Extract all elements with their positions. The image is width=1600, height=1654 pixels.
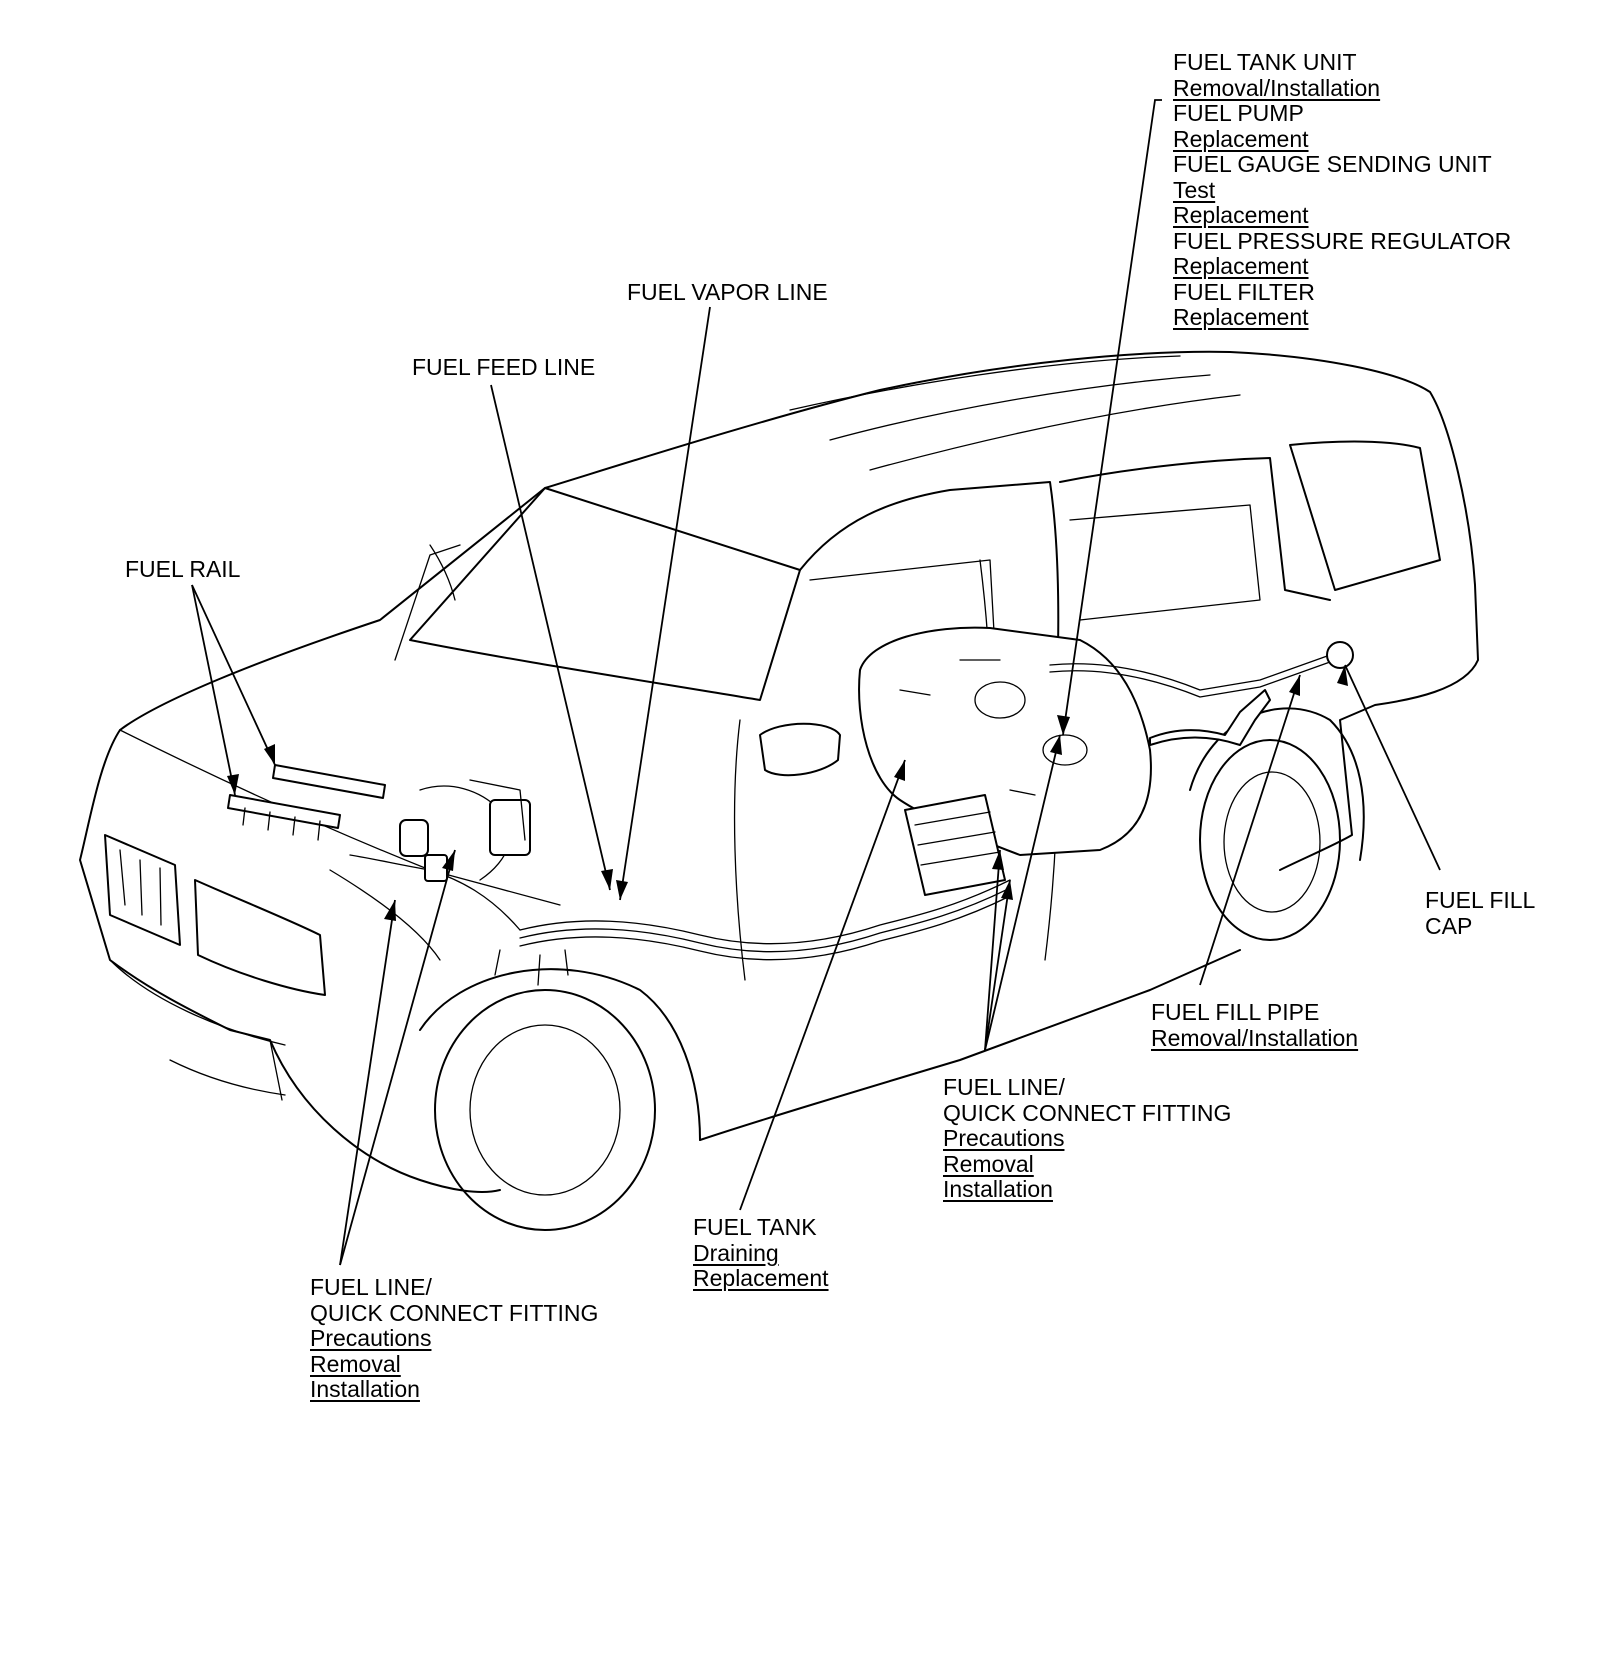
fuel-gauge-sending-unit-title: FUEL GAUGE SENDING UNIT	[1173, 151, 1492, 177]
leader-lines	[191, 99, 1441, 1266]
fuel-filter-replacement-link[interactable]: Replacement	[1173, 304, 1309, 330]
callout-fuel-fill-cap: FUEL FILL CAP	[1425, 887, 1536, 939]
qc-right-line1: FUEL LINE/	[943, 1074, 1065, 1100]
fuel-tank-draining-link[interactable]: Draining	[693, 1239, 779, 1266]
qc-left-line2: QUICK CONNECT FITTING	[310, 1299, 599, 1326]
fuel-lines	[349, 641, 1354, 986]
qc-left-precautions-link[interactable]: Precautions	[310, 1325, 432, 1351]
callout-fuel-rail: FUEL RAIL	[125, 556, 241, 583]
fuel-rails	[227, 764, 386, 841]
callout-fuel-feed-line: FUEL FEED LINE	[412, 354, 596, 381]
arrowheads	[227, 665, 1348, 921]
fuel-tank-title: FUEL TANK	[693, 1214, 817, 1240]
fuel-pressure-regulator-replacement-link[interactable]: Replacement	[1173, 253, 1309, 279]
fuel-pump-title: FUEL PUMP	[1173, 100, 1304, 126]
callout-fuel-tank-unit: FUEL TANK UNIT Removal/Installation FUEL…	[1173, 49, 1512, 331]
qc-left-line1: FUEL LINE/	[310, 1274, 432, 1300]
fuel-rail-title: FUEL RAIL	[125, 556, 241, 582]
callout-fuel-tank: FUEL TANK Draining Replacement	[693, 1214, 829, 1292]
fuel-vapor-line-title: FUEL VAPOR LINE	[627, 279, 828, 305]
callout-quick-connect-right: FUEL LINE/ QUICK CONNECT FITTING Precaut…	[943, 1074, 1232, 1203]
evap-canister	[904, 794, 1006, 896]
callout-quick-connect-left: FUEL LINE/ QUICK CONNECT FITTING Precaut…	[310, 1274, 599, 1403]
qc-left-installation-link[interactable]: Installation	[310, 1376, 420, 1402]
fuel-tank-replacement-link[interactable]: Replacement	[693, 1265, 829, 1291]
fuel-tank-unit-removal-link[interactable]: Removal/Installation	[1173, 74, 1381, 101]
fuel-gauge-test-link[interactable]: Test	[1173, 176, 1216, 203]
qc-right-installation-link[interactable]: Installation	[943, 1176, 1053, 1202]
fuel-gauge-replacement-link[interactable]: Replacement	[1173, 202, 1309, 228]
callout-fuel-vapor-line: FUEL VAPOR LINE	[627, 279, 828, 306]
fuel-tank-unit-title: FUEL TANK UNIT	[1173, 49, 1357, 75]
fuel-pressure-regulator-title: FUEL PRESSURE REGULATOR	[1173, 227, 1512, 254]
engine-components	[399, 779, 531, 882]
qc-right-removal-link[interactable]: Removal	[943, 1150, 1034, 1177]
vehicle-body	[79, 350, 1479, 1231]
callout-fuel-fill-pipe: FUEL FILL PIPE Removal/Installation	[1151, 999, 1359, 1051]
fuel-fill-pipe-removal-link[interactable]: Removal/Installation	[1151, 1024, 1359, 1051]
fuel-feed-line-title: FUEL FEED LINE	[412, 354, 596, 380]
fuel-fill-cap-line2: CAP	[1425, 912, 1473, 939]
qc-left-removal-link[interactable]: Removal	[310, 1350, 401, 1377]
qc-right-precautions-link[interactable]: Precautions	[943, 1125, 1065, 1151]
qc-right-line2: QUICK CONNECT FITTING	[943, 1099, 1232, 1126]
fuel-fill-cap-line1: FUEL FILL	[1425, 887, 1536, 913]
fuel-tank-shape	[858, 626, 1152, 856]
fuel-filter-title: FUEL FILTER	[1173, 278, 1315, 305]
fuel-fill-pipe-title: FUEL FILL PIPE	[1151, 999, 1320, 1025]
fuel-pump-replacement-link[interactable]: Replacement	[1173, 125, 1309, 152]
